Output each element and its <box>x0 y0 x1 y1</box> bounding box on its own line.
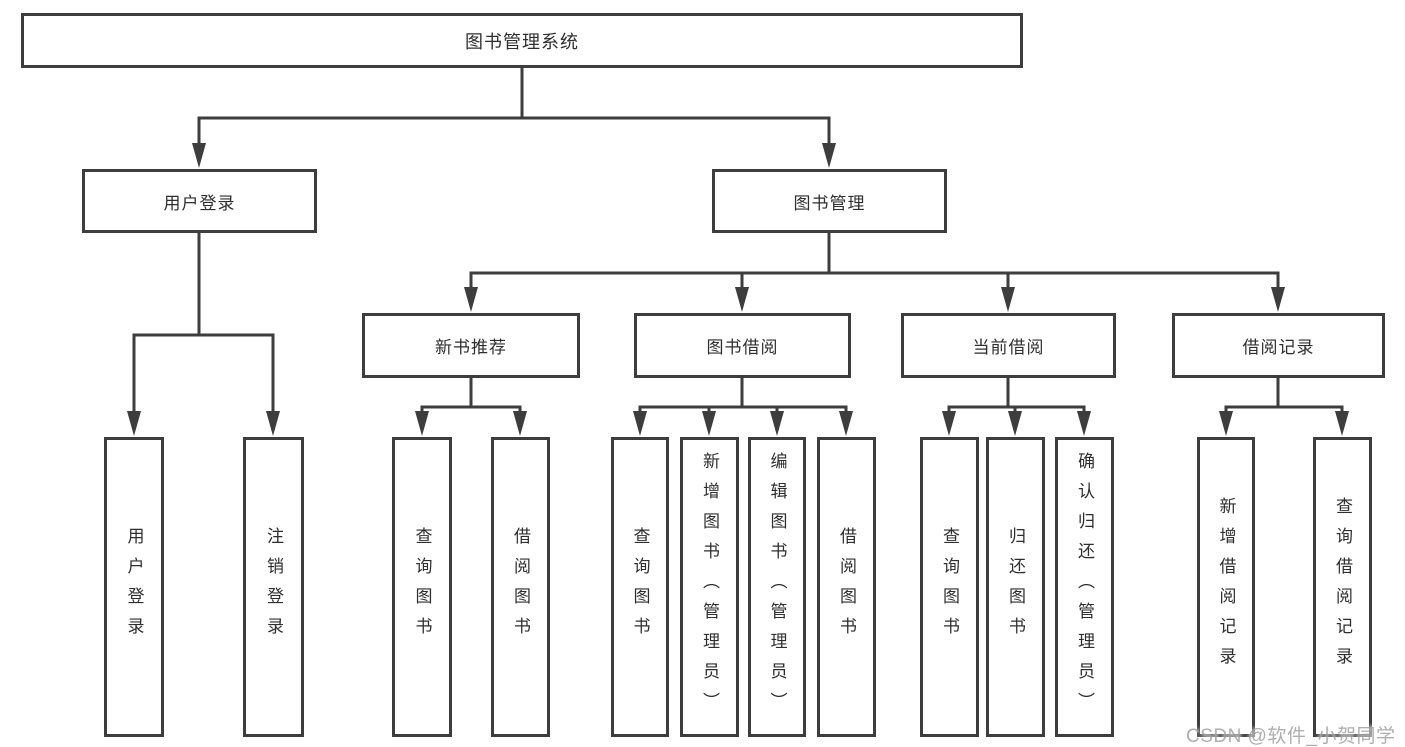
arrowhead <box>822 143 836 168</box>
arrowhead <box>1335 411 1349 436</box>
node-borrowing-records: 借阅记录 <box>1172 313 1385 378</box>
arrowhead <box>513 411 527 436</box>
connector-borrow-to-leaves <box>633 376 853 436</box>
connector-recommend-to-leaves <box>415 376 527 436</box>
arrowhead <box>735 287 749 312</box>
arrowhead <box>1008 411 1022 436</box>
watermark-text: CSDN @软件_小贺同学 <box>1186 726 1396 747</box>
node-new-book-recommend: 新书推荐 <box>362 313 580 378</box>
arrowhead <box>464 287 478 312</box>
leaf-user-login: 用户登录 <box>104 437 164 737</box>
arrowhead <box>192 143 206 168</box>
node-book-borrowing: 图书借阅 <box>634 313 851 378</box>
leaf-return-books: 归还图书 <box>986 437 1045 737</box>
arrowhead <box>1219 411 1233 436</box>
arrowhead <box>1001 287 1015 312</box>
arrowhead <box>127 411 141 436</box>
leaf-query-books-current: 查询图书 <box>920 437 979 737</box>
leaf-query-borrow-record: 查询借阅记录 <box>1313 437 1372 737</box>
arrowhead <box>702 411 716 436</box>
arrowhead <box>633 411 647 436</box>
leaf-borrow-books-recommend: 借阅图书 <box>491 437 550 737</box>
leaf-query-books-borrowing: 查询图书 <box>611 437 669 737</box>
arrowhead <box>942 411 956 436</box>
connector-bookmgmt-to-level3 <box>464 231 1285 312</box>
arrowhead <box>1271 287 1285 312</box>
leaf-borrow-books: 借阅图书 <box>817 437 876 737</box>
connector-records-to-leaves <box>1219 376 1349 436</box>
node-user-login: 用户登录 <box>82 169 317 233</box>
arrowhead <box>839 411 853 436</box>
leaf-logout: 注销登录 <box>243 437 304 737</box>
arrowhead <box>770 411 784 436</box>
arrowhead <box>1077 411 1091 436</box>
arrowhead <box>415 411 429 436</box>
leaf-add-borrow-record: 新增借阅记录 <box>1197 437 1255 737</box>
leaf-confirm-return-admin: 确认归还（管理员） <box>1055 437 1114 737</box>
node-book-management: 图书管理 <box>712 169 947 233</box>
leaf-add-books-admin: 新增图书（管理员） <box>680 437 739 737</box>
node-library-management-system: 图书管理系统 <box>21 13 1023 68</box>
leaf-query-books-recommend: 查询图书 <box>392 437 452 737</box>
connector-userlogin-to-leaves <box>127 231 280 436</box>
connector-root-to-level2 <box>192 66 836 168</box>
node-current-borrowing: 当前借阅 <box>901 313 1116 378</box>
arrowhead <box>266 411 280 436</box>
connector-current-to-leaves <box>942 376 1091 436</box>
leaf-edit-books-admin: 编辑图书（管理员） <box>748 437 806 737</box>
